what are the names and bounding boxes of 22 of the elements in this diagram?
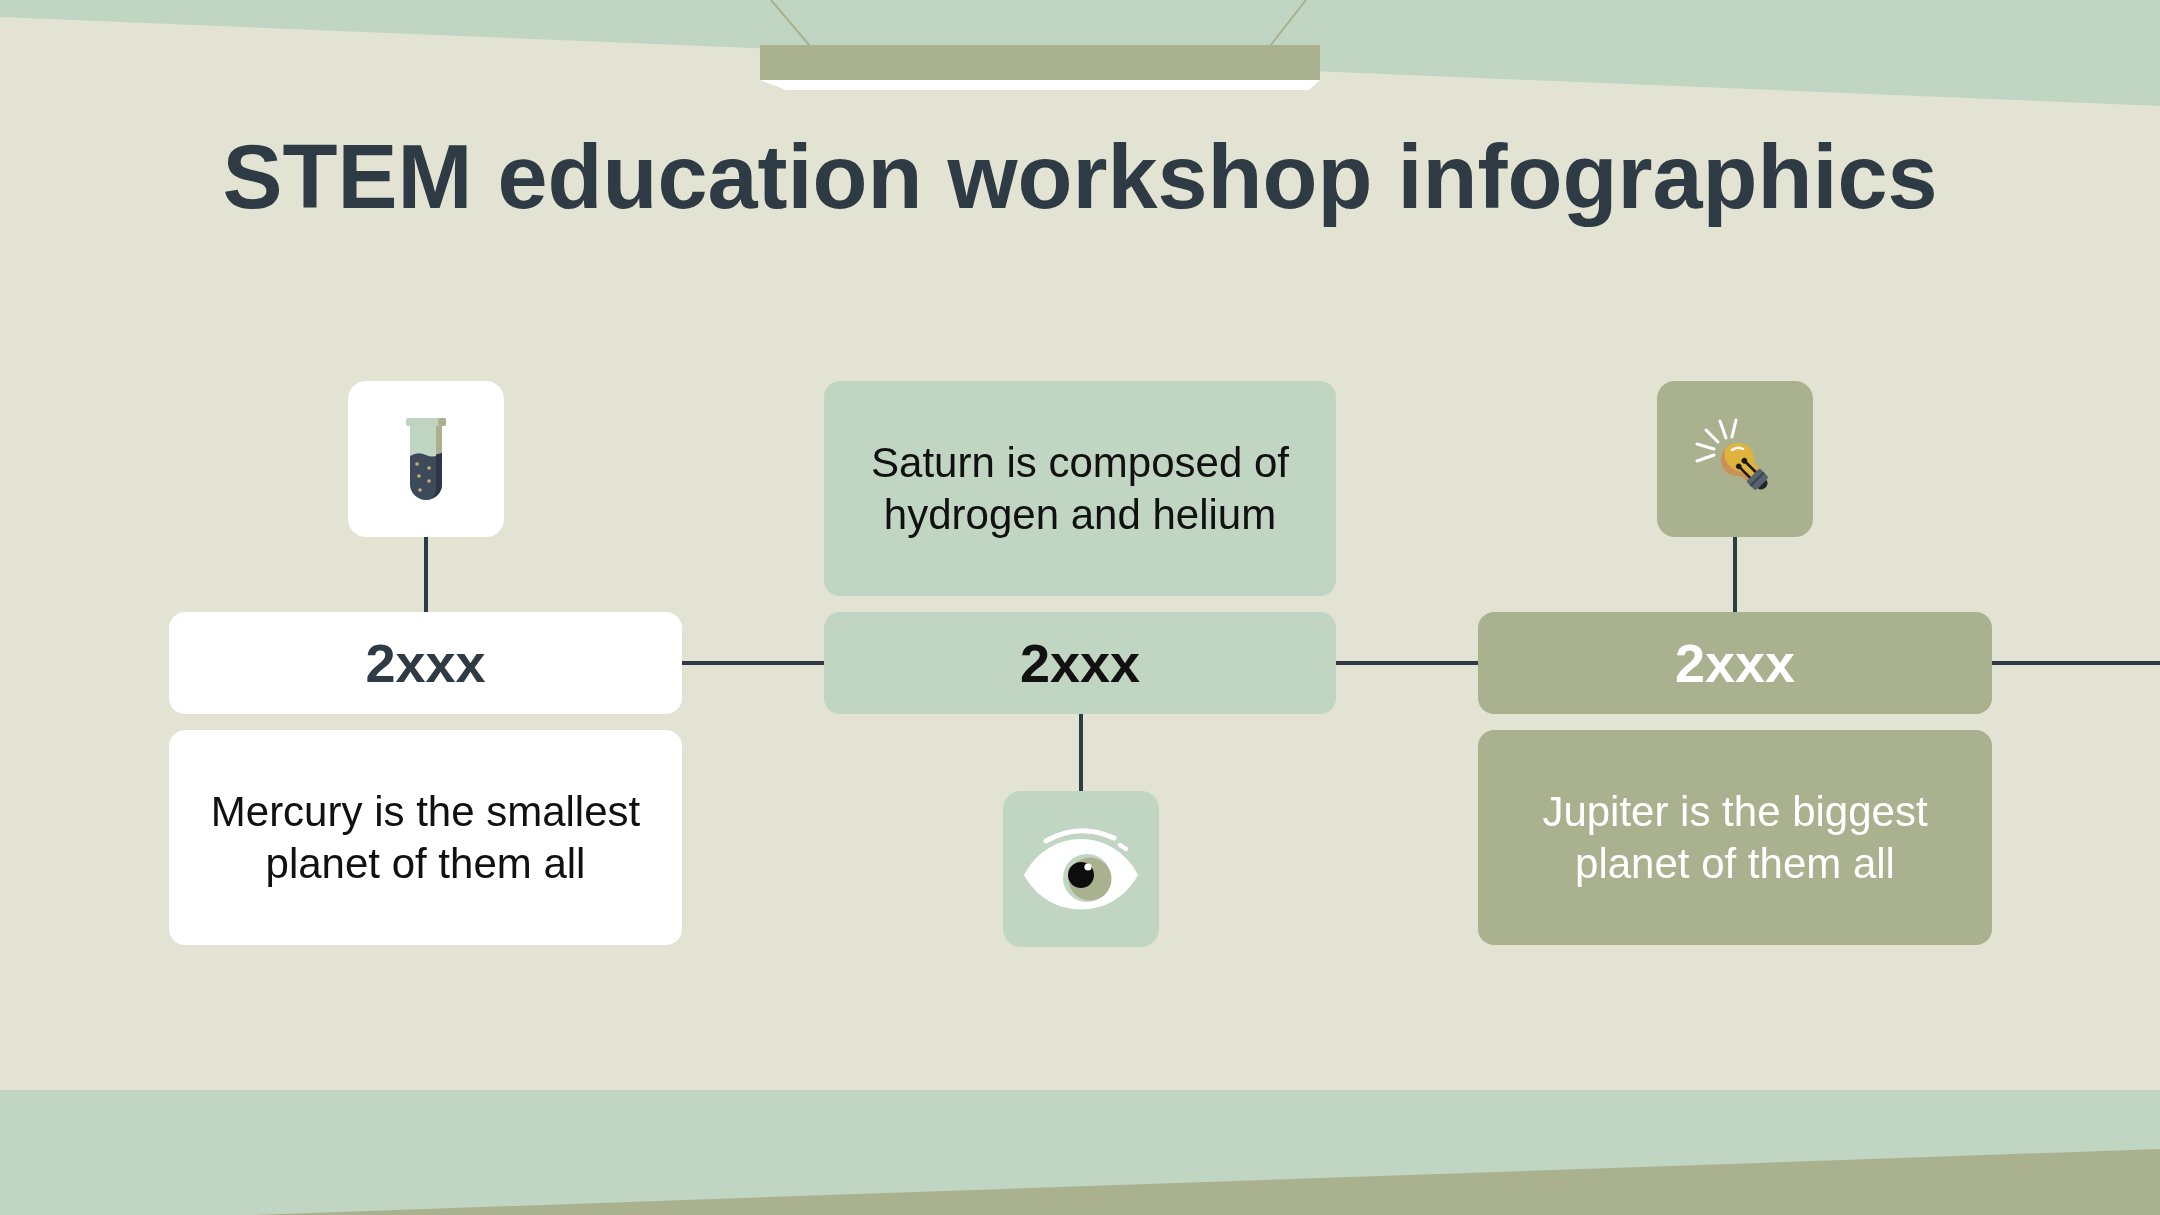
connector-line: [1336, 661, 1478, 665]
icon-tile: [1657, 381, 1813, 537]
year-card: [169, 612, 682, 714]
year-label: 2xxx: [365, 631, 486, 695]
description-text: Jupiter is the biggest planet of them all: [1541, 787, 1929, 889]
year-card: [824, 612, 1336, 714]
connector-line: [1992, 661, 2160, 665]
connector-line: [1733, 537, 1737, 612]
icon-tile: [348, 381, 504, 537]
connector-line: [1079, 714, 1083, 791]
year-card: [1478, 612, 1992, 714]
info-card: [169, 730, 682, 945]
connector-line: [424, 537, 428, 612]
year-label: 2xxx: [1674, 631, 1796, 695]
icon-tile: [1003, 791, 1159, 947]
year-label: 2xxx: [1019, 631, 1141, 695]
description-text: Saturn is composed of hydrogen and helium: [870, 438, 1290, 540]
title: STEM education workshop infographics: [221, 126, 1939, 229]
description-text: Mercury is the smallest planet of them all: [209, 787, 642, 889]
connector-line: [682, 661, 824, 665]
info-card: [824, 381, 1336, 596]
info-card: [1478, 730, 1992, 945]
